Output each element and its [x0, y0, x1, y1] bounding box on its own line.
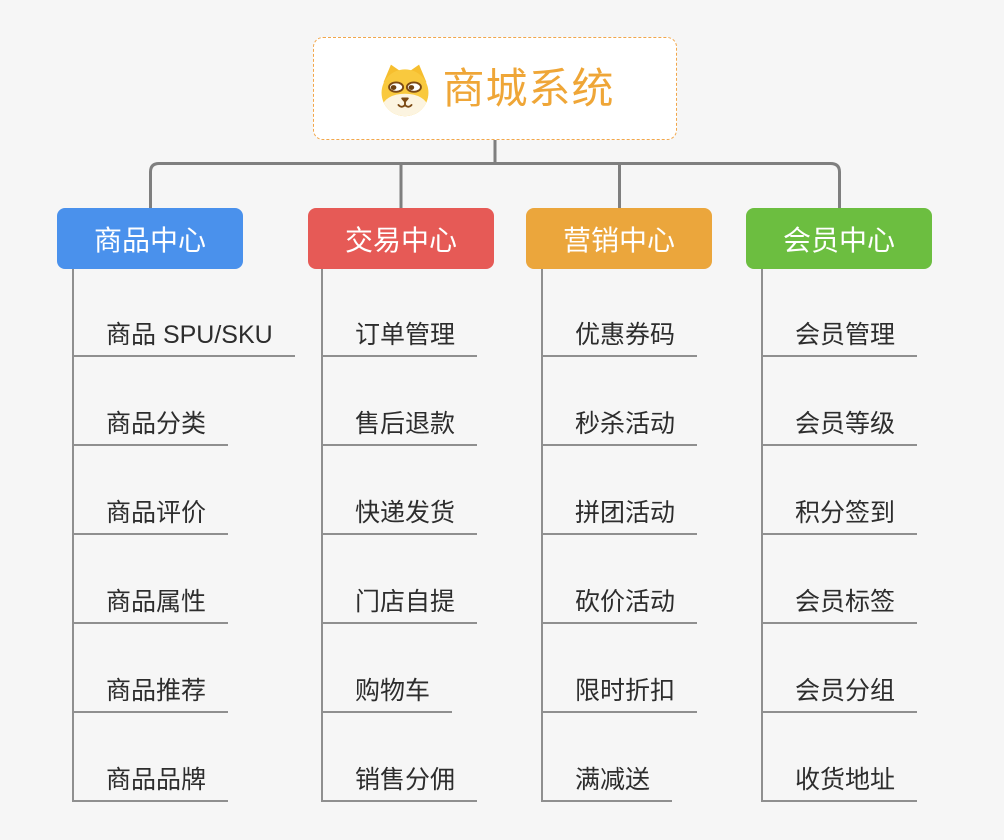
dog-face-icon	[382, 64, 429, 116]
leaf-node[interactable]: 商品 SPU/SKU	[72, 317, 295, 357]
leaf-node[interactable]: 商品推荐	[72, 673, 229, 713]
leaf-node[interactable]: 限时折扣	[541, 673, 698, 713]
branch-spine	[541, 269, 543, 801]
leaf-node[interactable]: 会员等级	[761, 406, 918, 446]
branch-node-member-center[interactable]: 会员中心	[746, 208, 932, 269]
root-title: 商城系统	[442, 64, 615, 112]
leaf-node[interactable]: 商品属性	[72, 584, 229, 624]
leaf-node[interactable]: 拼团活动	[541, 495, 698, 535]
branch-label: 商品中心	[93, 224, 206, 256]
leaf-node[interactable]: 会员标签	[761, 584, 918, 624]
leaf-node[interactable]: 购物车	[321, 673, 453, 713]
branch-spine	[321, 269, 323, 801]
branch-node-trade-center[interactable]: 交易中心	[308, 208, 494, 269]
leaf-node[interactable]: 订单管理	[321, 317, 478, 357]
branch-label: 会员中心	[782, 224, 895, 256]
leaf-node[interactable]: 销售分佣	[321, 762, 478, 802]
branch-spine	[72, 269, 74, 801]
leaf-node[interactable]: 快递发货	[321, 495, 478, 535]
leaf-node[interactable]: 积分签到	[761, 495, 918, 535]
leaf-node[interactable]: 会员管理	[761, 317, 918, 357]
leaf-node[interactable]: 收货地址	[761, 762, 918, 802]
leaf-node[interactable]: 优惠券码	[541, 317, 698, 357]
branch-label: 交易中心	[344, 224, 457, 256]
leaf-node[interactable]: 商品评价	[72, 495, 229, 535]
leaf-node[interactable]: 商品品牌	[72, 762, 229, 802]
leaf-node[interactable]: 秒杀活动	[541, 406, 698, 446]
leaf-node[interactable]: 售后退款	[321, 406, 478, 446]
leaf-node[interactable]: 商品分类	[72, 406, 229, 446]
branch-node-marketing-center[interactable]: 营销中心	[526, 208, 712, 269]
leaf-node[interactable]: 满减送	[541, 762, 673, 802]
branch-node-product-center[interactable]: 商品中心	[57, 208, 243, 269]
branch-label: 营销中心	[562, 224, 675, 256]
leaf-node[interactable]: 门店自提	[321, 584, 478, 624]
root-node[interactable]: 商城系统	[313, 37, 677, 140]
leaf-node[interactable]: 会员分组	[761, 673, 918, 713]
leaf-node[interactable]: 砍价活动	[541, 584, 698, 624]
branch-spine	[761, 269, 763, 801]
